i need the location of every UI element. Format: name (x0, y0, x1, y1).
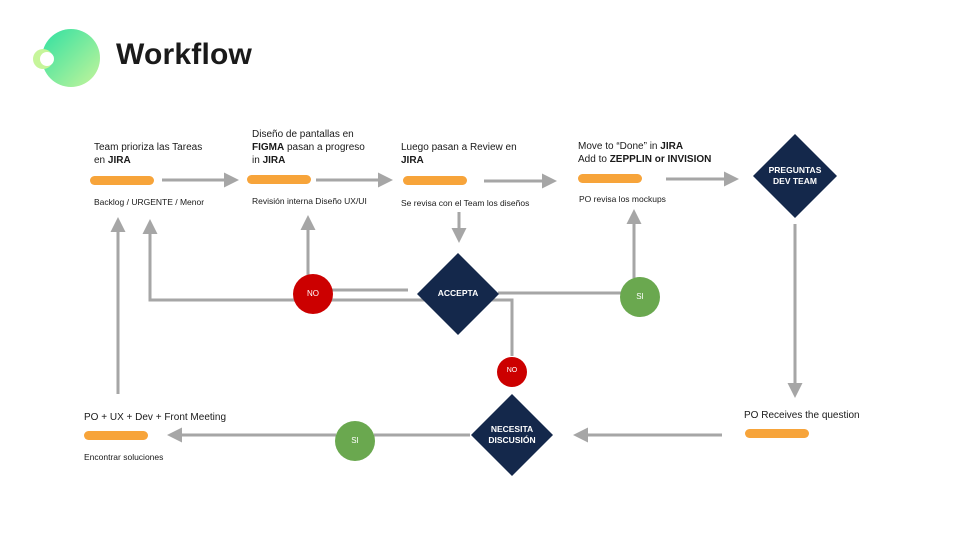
necesita-diamond (471, 394, 553, 476)
step-done-text: Move to “Done” in JIRA Add to ZEPPLIN or… (578, 141, 712, 165)
no-decision-label: NO (307, 289, 319, 298)
step-done-bar (578, 174, 642, 183)
acepta-label: ACCEPTA (437, 288, 479, 298)
si-decision-label-lower: SI (351, 436, 359, 445)
step-review-text: Luego pasan a Review en JIRA (401, 142, 517, 166)
step-design-bar (247, 175, 311, 184)
step-meeting-bar (84, 431, 148, 440)
step-prioritize-sub: Backlog / URGENTE / Menor (94, 197, 205, 207)
step-design-sub: Revisión interna Diseño UX/UI (252, 196, 367, 206)
preguntas-diamond (753, 134, 837, 218)
step-design-text: Diseño de pantallas en FIGMA pasan a pro… (252, 129, 365, 166)
step-po-receives-bar (745, 429, 809, 438)
necesita-label: NECESITA DISCUSIÓN (488, 424, 536, 445)
no-decision-label-small: NO (506, 367, 518, 374)
no-decision-circle (293, 274, 333, 314)
preguntas-label: PREGUNTAS DEV TEAM (768, 165, 822, 186)
step-review-bar (403, 176, 467, 185)
logo-icon (33, 29, 100, 87)
acepta-diamond (417, 253, 499, 335)
no-decision-circle-small (497, 357, 527, 387)
step-po-receives-text: PO Receives the question (744, 410, 860, 421)
si-decision-circle-lower (335, 421, 375, 461)
step-prioritize-text: Team prioriza las Tareas en JIRA (94, 142, 203, 166)
page-title: Workflow (116, 38, 253, 71)
step-prioritize-bar (90, 176, 154, 185)
step-done-sub: PO revisa los mockups (579, 194, 666, 204)
step-review-sub: Se revisa con el Team los diseños (401, 198, 530, 208)
si-decision-circle-upper (620, 277, 660, 317)
si-decision-label-upper: SI (636, 292, 644, 301)
step-meeting-sub: Encontrar soluciones (84, 452, 164, 462)
step-meeting-text: PO + UX + Dev + Front Meeting (84, 412, 227, 423)
